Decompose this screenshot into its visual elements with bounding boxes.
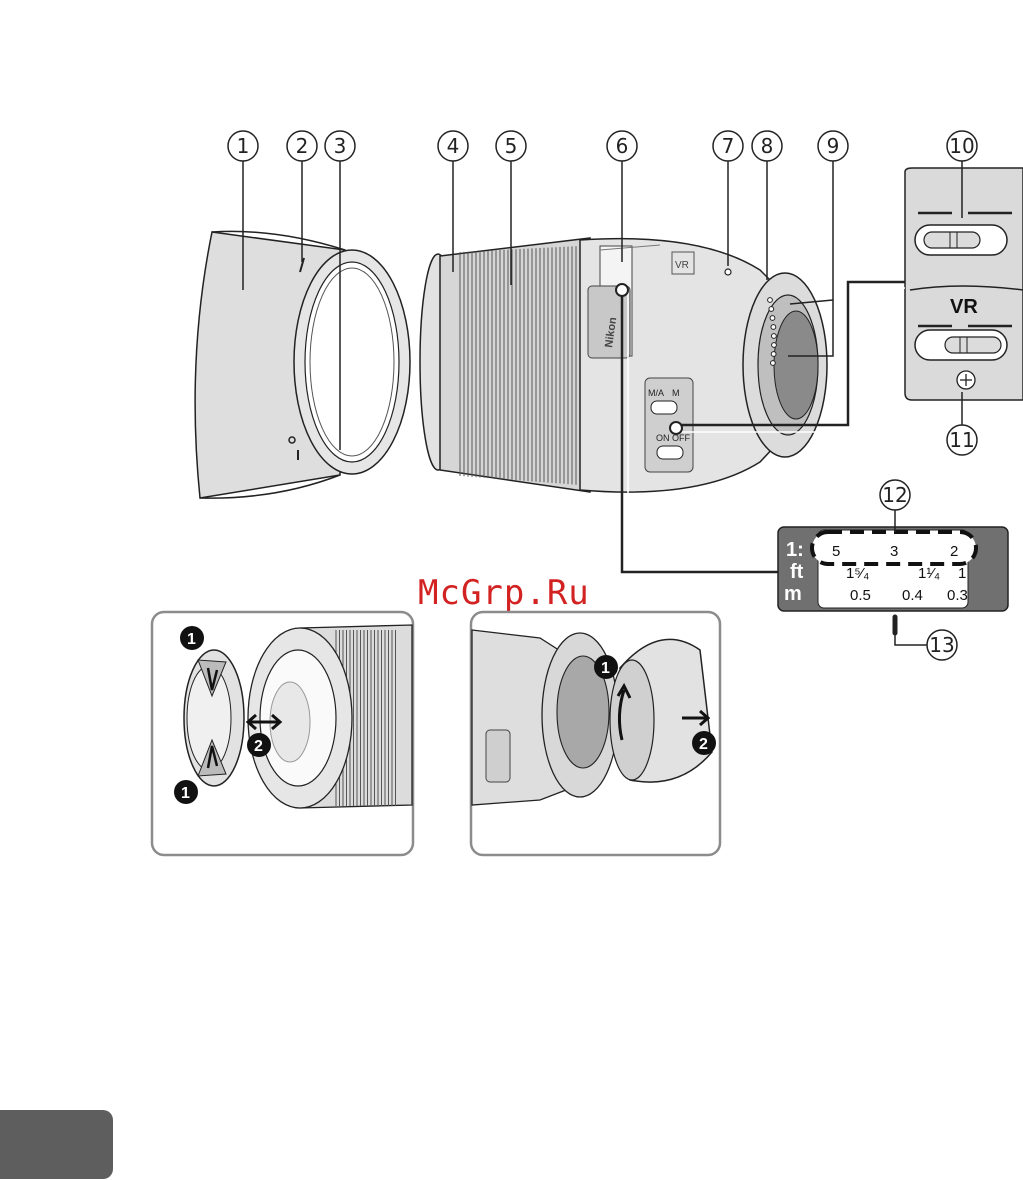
cpu-contact xyxy=(770,316,775,321)
callout-number: 7 xyxy=(722,134,735,158)
front-step-badge: 1 xyxy=(180,626,204,650)
cpu-contact xyxy=(770,361,775,366)
cpu-contact xyxy=(769,307,774,312)
vr-mode-label-on: ON xyxy=(656,433,670,443)
svg-text:2: 2 xyxy=(254,738,263,755)
scale-m-value: 0.5 xyxy=(850,587,871,604)
rear-cap-panel xyxy=(471,612,720,855)
callout-number: 8 xyxy=(761,134,774,158)
focus-mode-switch[interactable] xyxy=(651,401,677,414)
vr-switch-panel: VR xyxy=(905,168,1023,400)
rear-step-badge: 2 xyxy=(692,731,716,755)
scale-ft-value: 1 xyxy=(958,565,966,582)
callout-number: 5 xyxy=(505,134,518,158)
vr-mode-switch-small[interactable] xyxy=(657,446,683,459)
lens-hood xyxy=(195,231,410,498)
focus-mode-label-m: M xyxy=(672,388,680,398)
rear-step-badge: 1 xyxy=(594,655,618,679)
lens-body: Nikon VR M/A M ON OFF xyxy=(420,238,827,492)
callout-number: 9 xyxy=(827,134,840,158)
svg-text:2: 2 xyxy=(699,736,708,753)
scale-m-value: 0.4 xyxy=(902,587,923,604)
vr-badge: VR xyxy=(675,260,689,271)
callout-number: 4 xyxy=(447,134,460,158)
callout-number: 12 xyxy=(882,483,907,507)
callout-number: 6 xyxy=(616,134,629,158)
scale-ft-value: 1⁵⁄₄ xyxy=(846,565,869,582)
callout-number: 3 xyxy=(334,134,347,158)
cpu-contact xyxy=(771,334,776,339)
scale-ratio-value: 3 xyxy=(890,543,898,560)
scale-ratio-value: 2 xyxy=(950,543,958,560)
callout-number: 11 xyxy=(949,428,974,452)
svg-text:1: 1 xyxy=(601,660,610,677)
front-step-badge: 2 xyxy=(247,733,271,757)
distance-scale: 1: ft m 5 3 2 1⁵⁄₄ 1¹⁄₄ 1 0.5 0.4 0.3 xyxy=(778,515,1008,645)
cpu-contact xyxy=(771,325,776,330)
focus-mode-label-ma: M/A xyxy=(648,388,664,398)
scale-m-label: m xyxy=(784,583,802,605)
scale-ratio-label: 1: xyxy=(786,539,804,561)
cpu-contact xyxy=(772,343,777,348)
callout-number: 2 xyxy=(296,134,309,158)
scale-ratio-value: 5 xyxy=(832,543,840,560)
watermark: McGrp.Ru xyxy=(418,573,590,613)
cpu-contact xyxy=(771,352,776,357)
page-tab xyxy=(0,1110,113,1179)
cpu-contact xyxy=(768,298,773,303)
svg-text:1: 1 xyxy=(187,631,196,648)
callout-number: 10 xyxy=(949,134,974,158)
scale-m-value: 0.3 xyxy=(947,587,968,604)
callout-number: 13 xyxy=(929,633,954,657)
front-step-badge: 1 xyxy=(174,780,198,804)
scale-ft-label: ft xyxy=(790,561,804,583)
vr-switch-label: VR xyxy=(950,296,978,318)
svg-text:1: 1 xyxy=(181,785,190,802)
scale-ft-value: 1¹⁄₄ xyxy=(918,565,940,582)
callout-number: 1 xyxy=(237,134,250,158)
